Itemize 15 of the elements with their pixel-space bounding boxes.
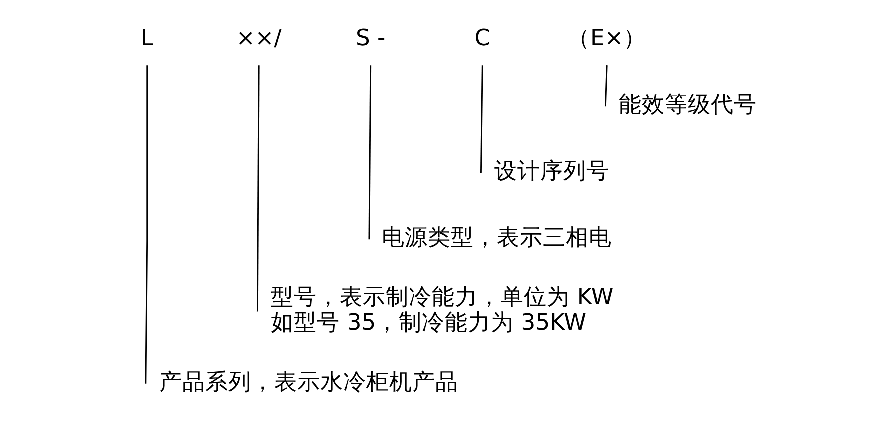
node-text: （E×） (567, 25, 647, 51)
node-text: 能效等级代号 (619, 91, 758, 118)
node-text: C (474, 25, 491, 51)
node-text: S - (356, 25, 386, 51)
node-text: ××/ (236, 25, 282, 51)
connector (368, 65, 372, 240)
node-text: 电源类型，表示三相电 (382, 224, 612, 250)
node-text: 产品系列，表示水冷柜机产品 (159, 368, 458, 395)
connector (256, 65, 260, 312)
node-text: 设计序列号 (494, 158, 610, 184)
connector (145, 65, 148, 384)
connector (604, 65, 608, 106)
node-text: 型号，表示制冷能力，单位为 KW 如型号 35，制冷能力为 35KW (271, 284, 614, 336)
node-text: L (141, 25, 154, 51)
connector (480, 65, 484, 173)
